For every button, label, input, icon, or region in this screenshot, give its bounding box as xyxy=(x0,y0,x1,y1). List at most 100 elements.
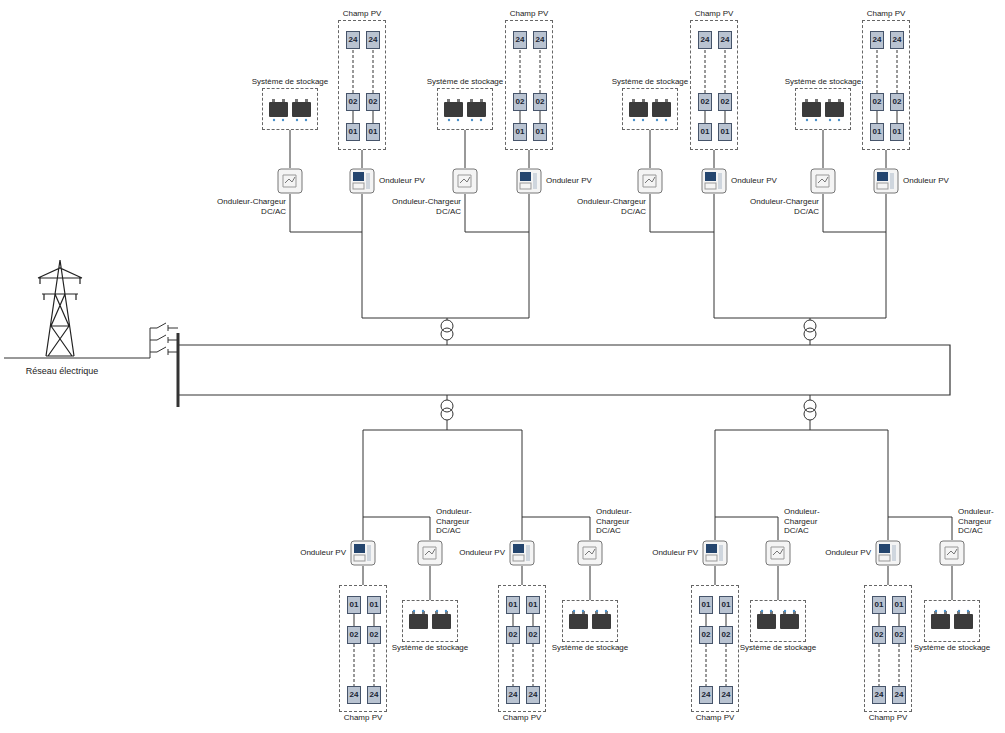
storage-system: Système de stockage xyxy=(795,88,851,130)
pv-module: 01 xyxy=(366,123,380,141)
dc-wire xyxy=(715,566,716,585)
battery-icon xyxy=(925,601,979,641)
node-label: Système de stockage xyxy=(914,643,990,653)
battery-icon xyxy=(796,89,850,129)
pv-module: 24 xyxy=(533,31,547,49)
string-wire xyxy=(897,49,898,93)
pv-module: 02 xyxy=(870,93,884,111)
pv-module: 24 xyxy=(890,31,904,49)
module-number: 01 xyxy=(873,127,882,137)
inverter-charger: Onduleur-Chargeur DC/AC xyxy=(765,540,791,566)
switch-symbol xyxy=(150,323,178,331)
pv-field: 010224010224Champ PV xyxy=(498,585,546,712)
pv-module: 24 xyxy=(870,31,884,49)
node-label: Onduleur PV xyxy=(903,176,949,186)
pv-module: 01 xyxy=(719,596,733,614)
module-number: 24 xyxy=(875,690,884,700)
module-number: 01 xyxy=(875,600,884,610)
node-label: Onduleur PV xyxy=(652,548,698,558)
pv-module: 02 xyxy=(506,626,520,644)
dc-wire xyxy=(886,150,887,168)
module-number: 02 xyxy=(509,630,518,640)
string-wire xyxy=(899,644,900,686)
module-number: 01 xyxy=(349,127,358,137)
node-label: Système de stockage xyxy=(785,77,861,87)
inverter-icon xyxy=(702,540,728,566)
module-number: 01 xyxy=(702,600,711,610)
pv-module: 24 xyxy=(526,686,540,704)
pv-inverter: Onduleur PV xyxy=(702,540,728,566)
pv-module: 24 xyxy=(719,686,733,704)
dc-wire xyxy=(888,566,889,585)
module-number: 02 xyxy=(350,630,359,640)
pv-module: 24 xyxy=(506,686,520,704)
string-wire xyxy=(879,644,880,686)
pv-module: 01 xyxy=(347,596,361,614)
module-number: 01 xyxy=(369,127,378,137)
module-number: 02 xyxy=(702,630,711,640)
pv-inverter: Onduleur PV xyxy=(350,540,376,566)
pylon-icon xyxy=(20,256,100,360)
pv-module: 02 xyxy=(346,93,360,111)
charger-icon xyxy=(939,540,965,566)
node-label: Réseau électrique xyxy=(20,366,104,377)
inverter-charger: Onduleur-Chargeur DC/AC xyxy=(452,168,478,194)
switch-symbol xyxy=(150,347,178,355)
dc-wire xyxy=(952,566,953,600)
dc-wire xyxy=(290,130,291,168)
pv-module: 01 xyxy=(513,123,527,141)
string-wire xyxy=(373,49,374,93)
storage-system: Système de stockage xyxy=(437,88,493,130)
string-wire xyxy=(540,49,541,93)
string-wire xyxy=(899,614,900,626)
pv-module: 01 xyxy=(506,596,520,614)
node-label: Onduleur PV xyxy=(825,548,871,558)
transformer-symbol xyxy=(804,328,816,340)
module-number: 02 xyxy=(893,97,902,107)
string-wire xyxy=(726,614,727,626)
inverter-icon xyxy=(701,168,727,194)
ac-wire xyxy=(363,430,430,540)
inverter-charger: Onduleur-Chargeur DC/AC xyxy=(810,168,836,194)
inverter-charger: Onduleur-Chargeur DC/AC xyxy=(939,540,965,566)
pv-module: 02 xyxy=(533,93,547,111)
ac-wire xyxy=(823,194,886,318)
module-number: 02 xyxy=(895,630,904,640)
battery-icon xyxy=(563,601,617,641)
string-wire xyxy=(513,644,514,686)
module-number: 24 xyxy=(529,690,538,700)
transformer-symbol xyxy=(804,408,816,420)
module-number: 24 xyxy=(370,690,379,700)
module-number: 01 xyxy=(516,127,525,137)
pv-module: 02 xyxy=(513,93,527,111)
module-number: 02 xyxy=(529,630,538,640)
pv-field: 010224010224Champ PV xyxy=(690,20,738,150)
inverter-charger: Onduleur-Chargeur DC/AC xyxy=(417,540,443,566)
battery-icon xyxy=(403,601,457,641)
pv-module: 01 xyxy=(699,596,713,614)
dc-wire xyxy=(430,566,431,600)
node-label: Champ PV xyxy=(344,713,383,723)
node-label: Onduleur PV xyxy=(300,548,346,558)
storage-system: Système de stockage xyxy=(262,88,318,130)
pv-module: 24 xyxy=(366,31,380,49)
transformer-lead xyxy=(447,318,810,430)
string-wire xyxy=(374,644,375,686)
module-number: 24 xyxy=(895,690,904,700)
pv-module: 01 xyxy=(890,123,904,141)
module-number: 01 xyxy=(701,127,710,137)
string-wire xyxy=(353,111,354,123)
ac-wire xyxy=(363,430,888,431)
node-label: Onduleur PV xyxy=(459,548,505,558)
module-number: 24 xyxy=(509,690,518,700)
node-label: Système de stockage xyxy=(392,643,468,653)
module-number: 24 xyxy=(536,35,545,45)
string-wire xyxy=(879,614,880,626)
string-wire xyxy=(897,111,898,123)
node-label: Onduleur-Chargeur DC/AC xyxy=(737,197,819,216)
inverter-charger: Onduleur-Chargeur DC/AC xyxy=(577,540,603,566)
storage-system: Système de stockage xyxy=(562,600,618,642)
module-number: 01 xyxy=(893,127,902,137)
transformer-symbol xyxy=(441,408,453,420)
node-label: Système de stockage xyxy=(427,77,503,87)
